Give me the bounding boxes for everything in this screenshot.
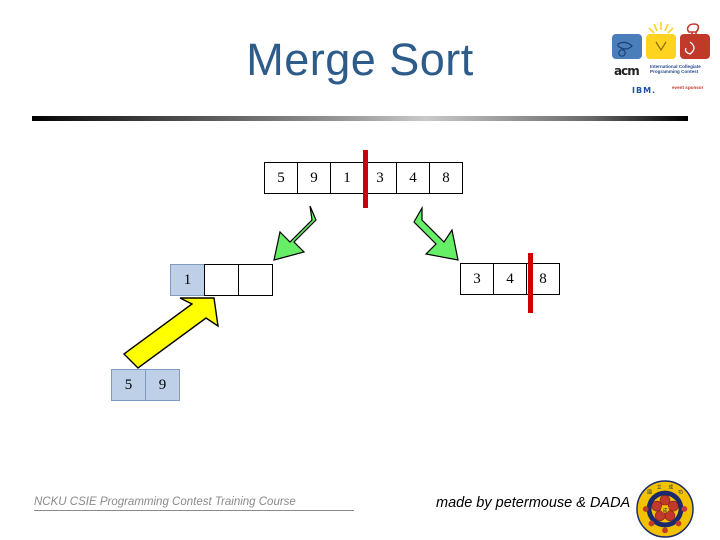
array-cell: 4 — [493, 263, 527, 295]
left-subarray: 1 — [170, 264, 273, 296]
icpc-logo-boxes — [610, 22, 716, 62]
merge-arrow-up — [122, 297, 219, 369]
svg-text:功: 功 — [678, 489, 683, 496]
icpc-ibm-line: IBM. event sponsor — [632, 85, 716, 98]
split-arrow-right — [413, 205, 459, 261]
unsorted-array: 5 9 1 3 4 8 — [264, 162, 463, 194]
array-cell: 1 — [330, 162, 364, 194]
array-cell: 1 — [170, 264, 205, 296]
icpc-box-blue — [612, 34, 642, 59]
array-cell: 5 — [111, 369, 146, 401]
svg-text:立: 立 — [657, 484, 662, 491]
array-cell: 8 — [429, 162, 463, 194]
icpc-box-glyphs — [617, 41, 695, 57]
ncku-seal-logo: 成 國 立 成 功 — [636, 480, 694, 538]
icpc-logo-art — [648, 22, 700, 35]
icpc-acm-line: acm International Collegiate Programming… — [614, 64, 716, 79]
array-cell: 9 — [145, 369, 180, 401]
svg-text:成: 成 — [663, 507, 668, 514]
array-cell: 3 — [460, 263, 494, 295]
acm-wordmark: acm — [614, 64, 640, 78]
icpc-box-yellow — [646, 34, 676, 59]
split-divider-top — [363, 150, 368, 208]
svg-text:成: 成 — [668, 484, 673, 491]
array-cell — [238, 264, 273, 296]
icpc-logo: acm International Collegiate Programming… — [610, 6, 716, 104]
footer-credit: made by petermouse & DADA — [436, 495, 631, 511]
icpc-box-red — [680, 34, 710, 59]
array-cell: 9 — [297, 162, 331, 194]
page-title: Merge Sort — [246, 34, 474, 85]
ibm-subtitle: event sponsor — [672, 85, 704, 90]
split-divider-right — [528, 253, 533, 313]
array-cell — [204, 264, 239, 296]
acm-subtitle: International Collegiate Programming Con… — [650, 64, 701, 75]
split-arrow-left — [273, 205, 317, 261]
array-cell: 5 — [264, 162, 298, 194]
right-subarray: 3 4 8 — [460, 263, 560, 295]
svg-text:國: 國 — [647, 490, 652, 496]
array-cell: 4 — [396, 162, 430, 194]
ibm-wordmark: IBM. — [632, 86, 657, 95]
merged-pair: 5 9 — [111, 369, 180, 401]
title-divider — [32, 116, 688, 121]
array-cell: 3 — [363, 162, 397, 194]
footer-course: NCKU CSIE Programming Contest Training C… — [34, 496, 354, 511]
